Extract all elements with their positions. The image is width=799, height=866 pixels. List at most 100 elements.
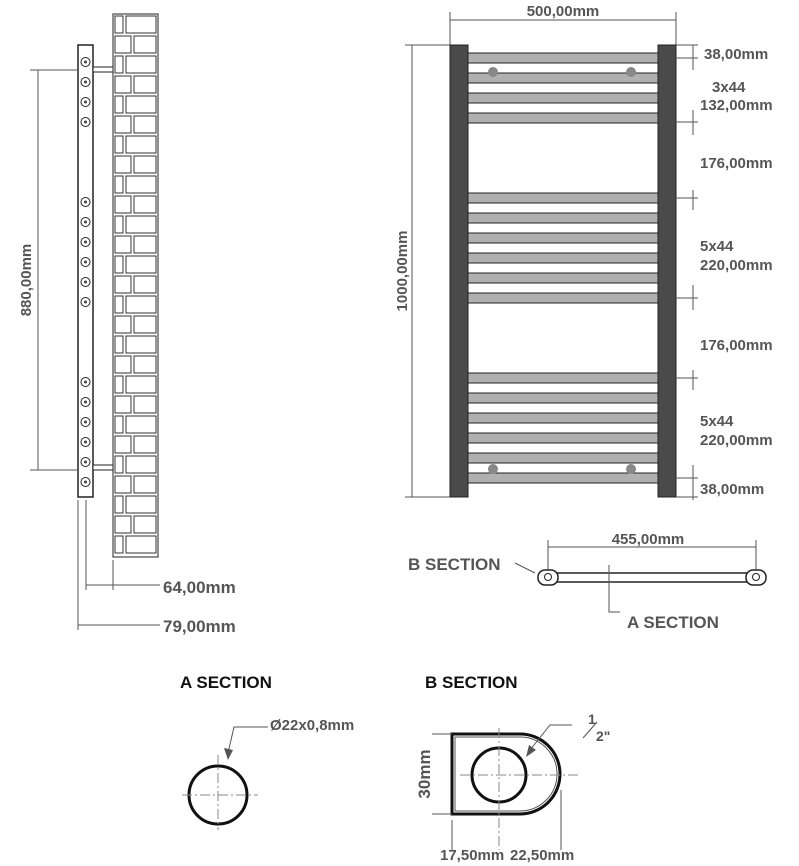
front-height-line bbox=[405, 44, 450, 498]
brick bbox=[133, 35, 157, 54]
dim-gap-1: 176,00mm bbox=[700, 155, 773, 172]
bar-end-icon bbox=[80, 477, 91, 487]
bar-end-icon bbox=[80, 437, 91, 447]
bar-end-icon bbox=[80, 77, 91, 87]
brick bbox=[125, 95, 157, 114]
brick bbox=[133, 315, 157, 334]
brick bbox=[125, 15, 157, 34]
brick bbox=[133, 235, 157, 254]
plan-width-dim: 455,00mm bbox=[612, 531, 685, 548]
side-height-dim: 880,00mm bbox=[18, 244, 35, 317]
brick bbox=[125, 535, 157, 554]
brick-wall bbox=[112, 13, 159, 558]
brick bbox=[125, 335, 157, 354]
right-dimension-lines bbox=[676, 44, 698, 500]
dim-mid-count: 5x44 bbox=[700, 238, 734, 255]
brick bbox=[114, 195, 132, 214]
bar-end-icon bbox=[80, 457, 91, 467]
brick bbox=[125, 455, 157, 474]
brick bbox=[114, 95, 124, 114]
dim-gap-2: 176,00mm bbox=[700, 337, 773, 354]
towel-bar bbox=[467, 372, 659, 384]
front-width-dim: 500,00mm bbox=[527, 3, 600, 20]
brick bbox=[114, 435, 132, 454]
brick bbox=[114, 295, 124, 314]
b-left-dim: 17,50mm bbox=[440, 847, 504, 864]
plan-a-section-label: A SECTION bbox=[627, 613, 719, 632]
brick bbox=[114, 215, 124, 234]
side-view: 880,00mm 64,00mm 79,00mm bbox=[18, 13, 236, 636]
bar-end-icon bbox=[80, 297, 91, 307]
brick bbox=[114, 315, 132, 334]
towel-bar bbox=[467, 292, 659, 304]
bottom-bracket bbox=[92, 464, 114, 471]
brick bbox=[114, 275, 132, 294]
bar-end-icon bbox=[80, 197, 91, 207]
brick bbox=[114, 495, 124, 514]
depth-dim-2: 79,00mm bbox=[163, 617, 236, 636]
bar-end-icon bbox=[80, 417, 91, 427]
brick bbox=[133, 75, 157, 94]
towel-bar bbox=[467, 392, 659, 404]
brick bbox=[114, 255, 124, 274]
top-bracket bbox=[92, 66, 114, 73]
brick bbox=[125, 495, 157, 514]
front-view: 500,00mm 1000,00mm 38,00mm 3x44 132,00mm… bbox=[394, 3, 773, 500]
brick bbox=[125, 55, 157, 74]
brick bbox=[125, 175, 157, 194]
brick bbox=[114, 175, 124, 194]
front-height-dim: 1000,00mm bbox=[394, 231, 411, 312]
a-tube-dim: Ø22x0,8mm bbox=[270, 717, 354, 734]
bar-end-icon bbox=[80, 397, 91, 407]
brick bbox=[133, 115, 157, 134]
brick bbox=[125, 415, 157, 434]
brick bbox=[125, 215, 157, 234]
brick bbox=[114, 115, 132, 134]
left-column bbox=[449, 44, 469, 498]
brick bbox=[114, 535, 124, 554]
brick bbox=[114, 375, 124, 394]
b-thread-num: 1 bbox=[588, 711, 596, 727]
brick bbox=[133, 515, 157, 534]
dim-mid-group: 220,00mm bbox=[700, 257, 773, 274]
brick bbox=[133, 275, 157, 294]
towel-bar bbox=[467, 92, 659, 104]
towel-bar bbox=[467, 232, 659, 244]
brick bbox=[114, 235, 132, 254]
dim-top-gap: 38,00mm bbox=[704, 46, 768, 63]
brick bbox=[114, 455, 124, 474]
brick bbox=[114, 395, 132, 414]
width-dimension-line bbox=[449, 12, 677, 45]
bar-end-icon bbox=[80, 217, 91, 227]
dim-bot-group: 220,00mm bbox=[700, 432, 773, 449]
b-right-dim: 22,50mm bbox=[510, 847, 574, 864]
depth-dimension-lines bbox=[77, 500, 160, 630]
brick bbox=[114, 515, 132, 534]
dim-top-count: 3x44 bbox=[712, 79, 746, 96]
brick bbox=[114, 55, 124, 74]
b-height-dim: 30mm bbox=[415, 749, 434, 798]
towel-bar bbox=[467, 52, 659, 64]
side-tube bbox=[77, 44, 94, 498]
brick bbox=[133, 435, 157, 454]
brick bbox=[133, 195, 157, 214]
bar-end-icon bbox=[80, 57, 91, 67]
a-section: A SECTION Ø22x0,8mm bbox=[180, 673, 354, 830]
plan-b-section-label: B SECTION bbox=[408, 555, 501, 574]
towel-bars bbox=[467, 52, 659, 484]
depth-dim-1: 64,00mm bbox=[163, 578, 236, 597]
towel-bar bbox=[467, 252, 659, 264]
towel-bar bbox=[467, 212, 659, 224]
bar-end-icon bbox=[80, 257, 91, 267]
side-bar-ends bbox=[80, 57, 91, 487]
brick bbox=[114, 475, 132, 494]
brick bbox=[133, 475, 157, 494]
brick bbox=[114, 155, 132, 174]
bar-end-icon bbox=[80, 237, 91, 247]
a-section-title: A SECTION bbox=[180, 673, 272, 692]
towel-bar bbox=[467, 112, 659, 124]
bar-end-icon bbox=[80, 117, 91, 127]
bar-end-icon bbox=[80, 277, 91, 287]
brick bbox=[125, 255, 157, 274]
dim-top-group: 132,00mm bbox=[700, 97, 773, 114]
